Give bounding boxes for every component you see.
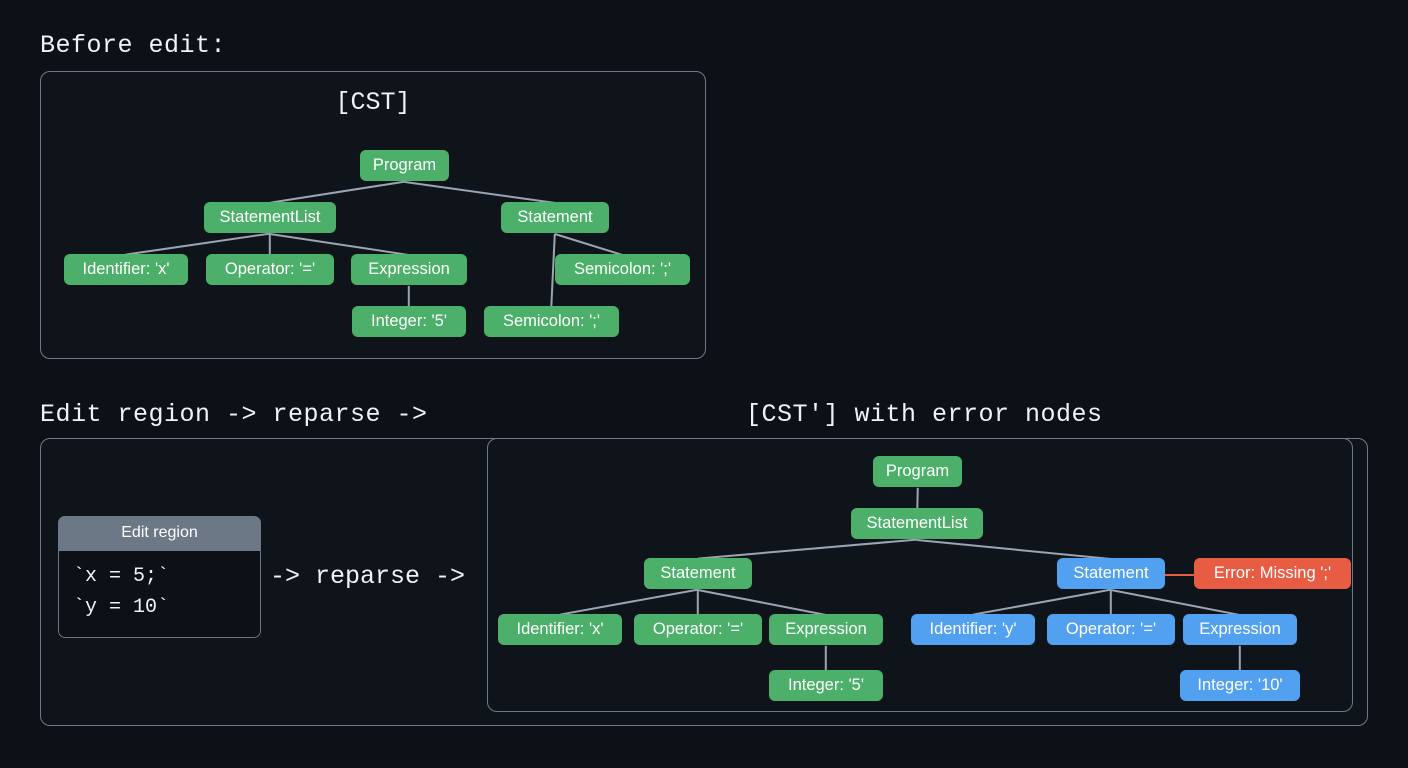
panel-title-cst: [CST] (335, 88, 411, 117)
tree-edge (1165, 573, 1194, 576)
caption-before-edit: Before edit: (40, 31, 227, 60)
tree-node-statement1: Statement (644, 558, 752, 589)
tree-edge (269, 181, 405, 204)
tree-node-integer1: Integer: '5' (769, 670, 883, 701)
tree-edge (697, 589, 699, 615)
tree-edge (825, 645, 827, 671)
tree-node-integer: Integer: '5' (352, 306, 466, 337)
tree-node-operator: Operator: '=' (206, 254, 334, 285)
tree-node-semicolon1: Semicolon: ';' (555, 254, 690, 285)
edit-region-body: `x = 5;` `y = 10` (58, 551, 261, 638)
tree-edge (408, 285, 410, 307)
tree-node-semicolon2: Semicolon: ';' (484, 306, 619, 337)
edit-region-code-line: `x = 5;` (73, 565, 170, 588)
tree-edge (554, 233, 623, 256)
tree-edge (125, 233, 271, 256)
tree-node-stmtlist: StatementList (851, 508, 983, 539)
tree-node-statement: Statement (501, 202, 609, 233)
tree-edge (404, 181, 556, 204)
tree-node-operator2: Operator: '=' (1047, 614, 1175, 645)
caption-cst-prime: [CST'] with error nodes (746, 400, 1103, 429)
reparse-arrow-label: -> reparse -> (270, 562, 466, 591)
tree-node-identifier: Identifier: 'x' (64, 254, 188, 285)
caption-edit-flow: Edit region -> reparse -> (40, 400, 428, 429)
tree-node-identifier2: Identifier: 'y' (911, 614, 1035, 645)
tree-node-stmtlist: StatementList (204, 202, 336, 233)
edit-region-code-line: `y = 10` (73, 596, 170, 619)
tree-node-expression1: Expression (769, 614, 883, 645)
tree-edge (916, 487, 919, 509)
tree-node-error: Error: Missing ';' (1194, 558, 1351, 589)
tree-edge (269, 233, 410, 256)
tree-node-statement2: Statement (1057, 558, 1165, 589)
tree-node-program: Program (360, 150, 449, 181)
tree-node-integer2: Integer: '10' (1180, 670, 1300, 701)
edit-region-card: Edit region `x = 5;` `y = 10` (58, 516, 261, 638)
tree-edge (1110, 589, 1112, 615)
tree-edge (269, 233, 271, 255)
tree-node-expression2: Expression (1183, 614, 1297, 645)
tree-node-expression: Expression (351, 254, 467, 285)
tree-edge (1239, 645, 1241, 671)
tree-node-identifier1: Identifier: 'x' (498, 614, 622, 645)
tree-node-program: Program (873, 456, 962, 487)
edit-region-header: Edit region (58, 516, 261, 551)
tree-node-operator1: Operator: '=' (634, 614, 762, 645)
